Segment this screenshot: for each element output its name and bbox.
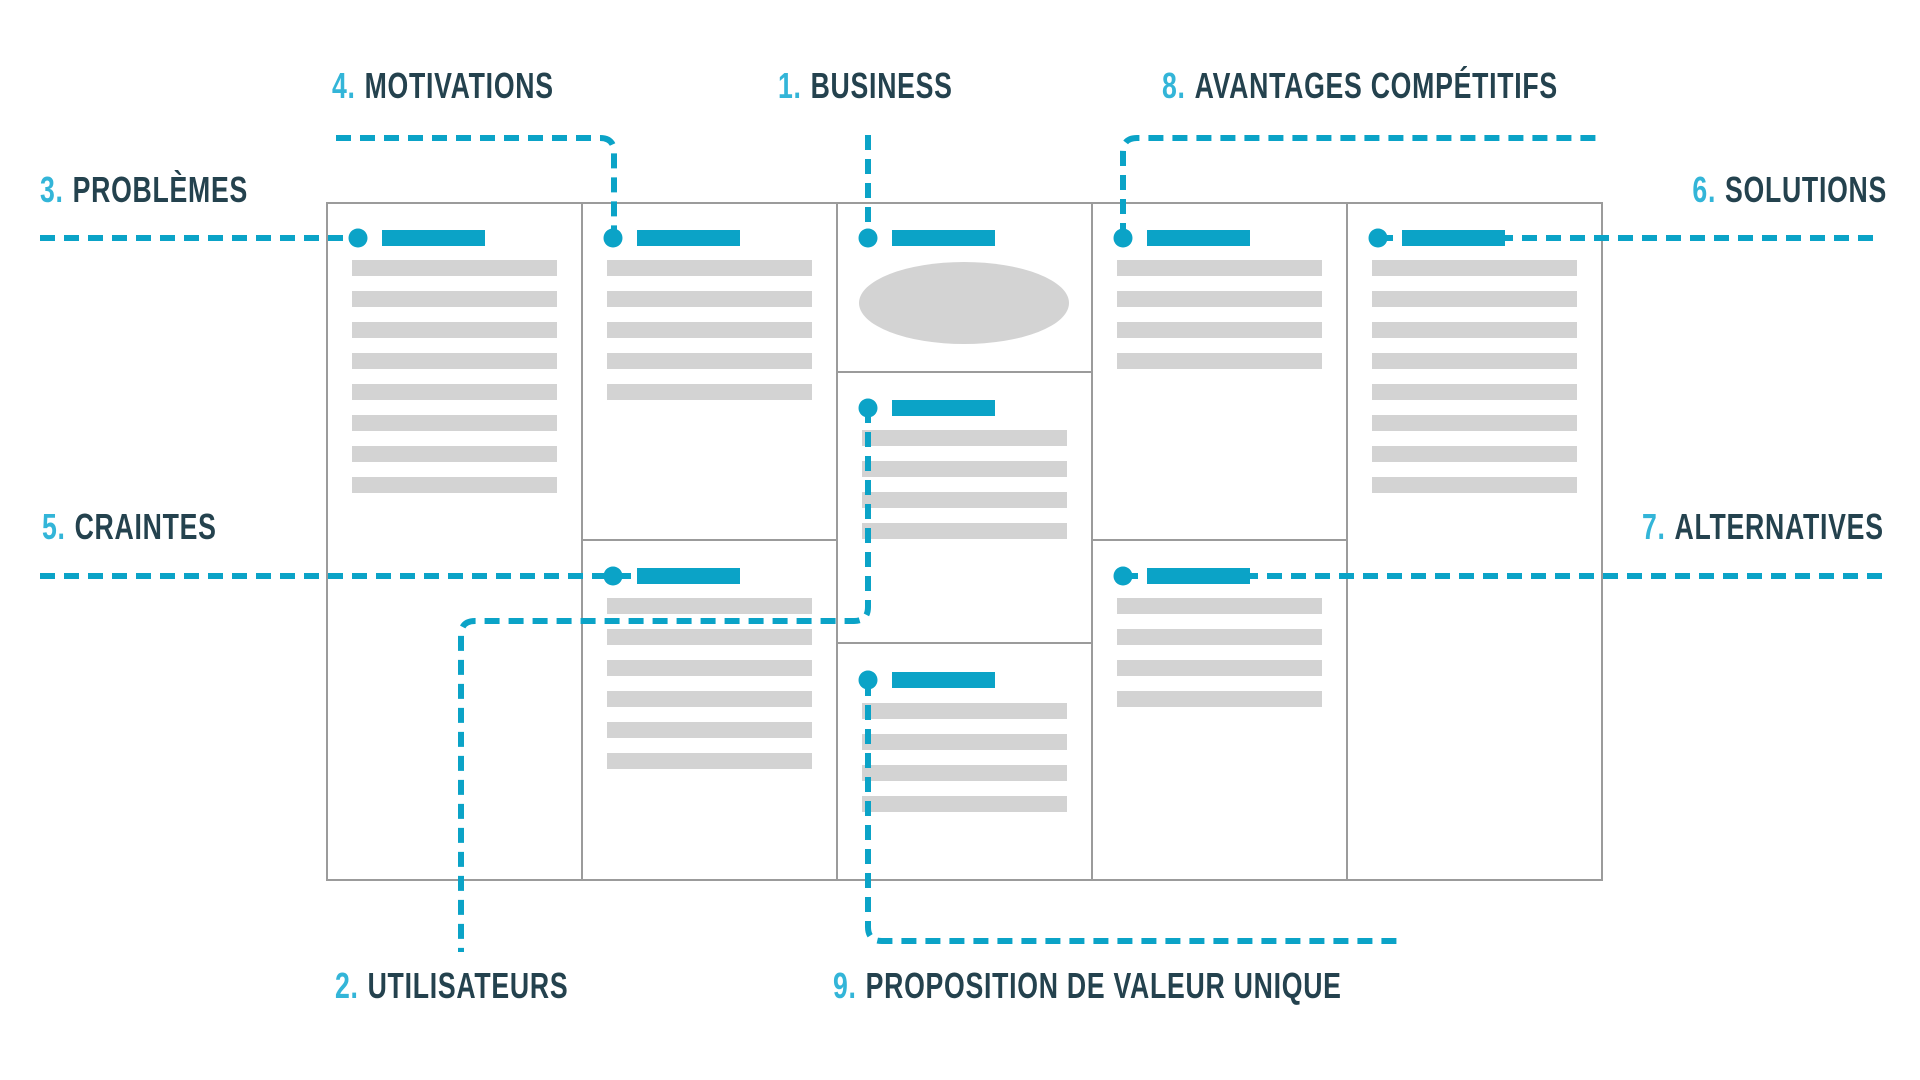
- label-text: SOLUTIONS: [1724, 169, 1887, 210]
- motivations-text-line: [607, 384, 812, 400]
- placeholder-bars: [352, 260, 1577, 812]
- craintes-connector-dot: [603, 566, 623, 586]
- business-connector-dot: [858, 228, 878, 248]
- solutions-text-line: [1372, 353, 1577, 369]
- label-proposition-de-valeur-unique: 9.PROPOSITION DE VALEUR UNIQUE: [833, 968, 1342, 1004]
- craintes-header-bar: [637, 568, 740, 584]
- label-text: ALTERNATIVES: [1674, 506, 1884, 547]
- label-avantages-competitifs: 8.AVANTAGES COMPÉTITIFS: [1162, 68, 1558, 104]
- craintes-text-line: [607, 660, 812, 676]
- label-text: BUSINESS: [810, 65, 953, 106]
- label-motivations: 4.MOTIVATIONS: [332, 68, 554, 104]
- problemes-text-line: [352, 477, 557, 493]
- motivations-text-line: [607, 322, 812, 338]
- solutions-text-line: [1372, 415, 1577, 431]
- label-number: 8.: [1162, 65, 1186, 106]
- problemes-text-line: [352, 322, 557, 338]
- alternatives-text-line: [1117, 660, 1322, 676]
- craintes-text-line: [607, 722, 812, 738]
- label-number: 4.: [332, 65, 356, 106]
- label-number: 7.: [1642, 506, 1666, 547]
- proposition-de-valeur-unique-connector-dot: [858, 670, 878, 690]
- connector-9-proposition: [865, 681, 1400, 944]
- proposition-de-valeur-unique-text-line: [862, 703, 1067, 719]
- label-text: CRAINTES: [74, 506, 217, 547]
- connector-8-avantages: [1120, 135, 1600, 238]
- problemes-text-line: [352, 260, 557, 276]
- problemes-connector-dot: [348, 228, 368, 248]
- solutions-text-line: [1372, 322, 1577, 338]
- craintes-text-line: [607, 598, 812, 614]
- connector-4-motivations: [336, 135, 617, 238]
- label-number: 5.: [42, 506, 66, 547]
- problemes-header-bar: [382, 230, 485, 246]
- alternatives-text-line: [1117, 691, 1322, 707]
- label-text: MOTIVATIONS: [364, 65, 554, 106]
- label-number: 6.: [1692, 169, 1717, 210]
- avantages-competitifs-text-line: [1117, 291, 1322, 307]
- avantages-competitifs-text-line: [1117, 353, 1322, 369]
- label-number: 1.: [778, 65, 802, 106]
- alternatives-text-line: [1117, 598, 1322, 614]
- label-craintes: 5.CRAINTES: [42, 509, 217, 545]
- proposition-de-valeur-unique-header-bar: [892, 672, 995, 688]
- label-text: PROBLÈMES: [72, 169, 248, 210]
- craintes-text-line: [607, 691, 812, 707]
- section-markers: [348, 228, 1505, 690]
- label-utilisateurs: 2.UTILISATEURS: [335, 968, 568, 1004]
- alternatives-header-bar: [1147, 568, 1250, 584]
- label-text: PROPOSITION DE VALEUR UNIQUE: [865, 965, 1342, 1006]
- solutions-text-line: [1372, 446, 1577, 462]
- solutions-connector-dot: [1368, 228, 1388, 248]
- label-number: 2.: [335, 965, 359, 1006]
- label-alternatives: 7.ALTERNATIVES: [1642, 509, 1884, 545]
- utilisateurs-text-line: [862, 461, 1067, 477]
- label-number: 9.: [833, 965, 857, 1006]
- problemes-text-line: [352, 415, 557, 431]
- proposition-de-valeur-unique-text-line: [862, 765, 1067, 781]
- problemes-text-line: [352, 353, 557, 369]
- label-text: UTILISATEURS: [367, 965, 569, 1006]
- utilisateurs-header-bar: [892, 400, 995, 416]
- problemes-text-line: [352, 291, 557, 307]
- proposition-de-valeur-unique-text-line: [862, 796, 1067, 812]
- label-number: 3.: [40, 169, 64, 210]
- connector-2-utilisateurs: [458, 408, 871, 952]
- solutions-header-bar: [1402, 230, 1505, 246]
- avantages-competitifs-text-line: [1117, 260, 1322, 276]
- avantages-competitifs-connector-dot: [1113, 228, 1133, 248]
- proposition-de-valeur-unique-text-line: [862, 734, 1067, 750]
- label-text: AVANTAGES COMPÉTITIFS: [1194, 65, 1558, 106]
- avantages-competitifs-header-bar: [1147, 230, 1250, 246]
- solutions-text-line: [1372, 477, 1577, 493]
- logo-placeholder-ellipse: [859, 262, 1069, 344]
- solutions-text-line: [1372, 291, 1577, 307]
- craintes-text-line: [607, 629, 812, 645]
- utilisateurs-connector-dot: [858, 398, 878, 418]
- motivations-header-bar: [637, 230, 740, 246]
- motivations-text-line: [607, 353, 812, 369]
- label-business: 1.BUSINESS: [778, 68, 953, 104]
- craintes-text-line: [607, 753, 812, 769]
- alternatives-connector-dot: [1113, 566, 1133, 586]
- solutions-text-line: [1372, 384, 1577, 400]
- motivations-connector-dot: [603, 228, 623, 248]
- problemes-text-line: [352, 384, 557, 400]
- business-header-bar: [892, 230, 995, 246]
- utilisateurs-text-line: [862, 492, 1067, 508]
- utilisateurs-text-line: [862, 430, 1067, 446]
- avantages-competitifs-text-line: [1117, 322, 1322, 338]
- motivations-text-line: [607, 291, 812, 307]
- label-solutions: 6.SOLUTIONS: [1692, 172, 1887, 208]
- motivations-text-line: [607, 260, 812, 276]
- label-problemes: 3.PROBLÈMES: [40, 172, 248, 208]
- alternatives-text-line: [1117, 629, 1322, 645]
- solutions-text-line: [1372, 260, 1577, 276]
- problemes-text-line: [352, 446, 557, 462]
- utilisateurs-text-line: [862, 523, 1067, 539]
